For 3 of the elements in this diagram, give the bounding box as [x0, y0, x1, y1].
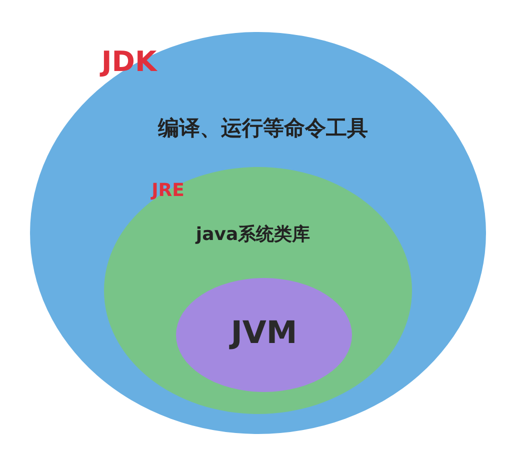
ellipse-label: JVM [230, 316, 298, 352]
ellipse-label: java系统类库 [196, 225, 310, 246]
ellipse-label: 编译、运行等命令工具 [158, 116, 368, 140]
